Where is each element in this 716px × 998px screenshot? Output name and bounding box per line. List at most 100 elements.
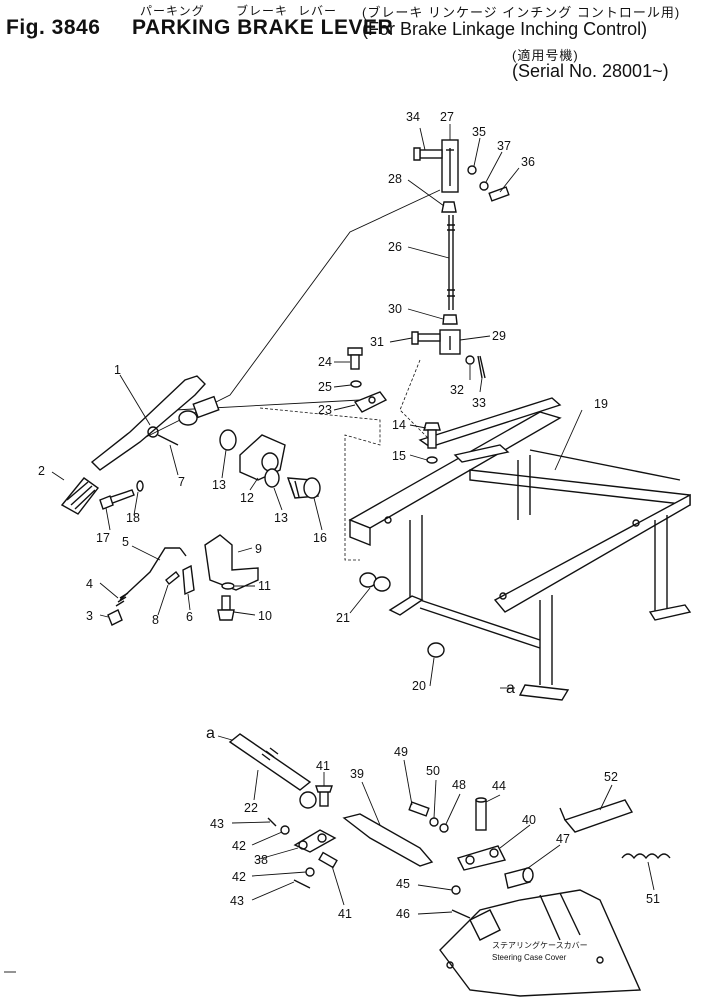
part-labels: 1 2 3 4 5 6 7 8 9 10 11 12 13 13 14 15 1…	[38, 110, 660, 921]
bolt-10	[217, 595, 235, 621]
kana-lever: レバー	[298, 4, 338, 18]
rod-26	[447, 215, 455, 310]
cotter-43-lower	[293, 879, 311, 889]
label-29: 29	[492, 329, 506, 343]
bolt-36	[488, 186, 510, 202]
label-15: 15	[392, 449, 406, 463]
label-19: 19	[594, 397, 608, 411]
label-41-lower: 41	[338, 907, 352, 921]
label-38: 38	[254, 853, 268, 867]
label-32: 32	[450, 383, 464, 397]
cotter-46	[451, 909, 471, 919]
bracket-9	[204, 534, 259, 591]
label-13-lower: 13	[274, 511, 288, 525]
nut-30	[442, 314, 458, 325]
shaft-22	[228, 733, 317, 809]
washer-45	[451, 885, 461, 895]
label-26: 26	[388, 240, 402, 254]
figure-title: PARKING BRAKE LEVER	[132, 16, 394, 39]
case-cover-jp: ステアリングケースカバー	[492, 940, 588, 950]
bushing-13-upper	[219, 429, 237, 451]
ref-a-top: a	[506, 680, 515, 697]
clip-6	[182, 564, 195, 596]
collar-20	[427, 642, 445, 658]
label-17: 17	[96, 531, 110, 545]
label-42-upper: 42	[232, 839, 246, 853]
shaft-47	[504, 867, 534, 889]
label-8: 8	[152, 613, 159, 627]
rod-end-3	[107, 609, 123, 626]
label-28: 28	[388, 172, 402, 186]
label-27: 27	[440, 110, 454, 124]
kana-brake: ブレーキ	[236, 4, 289, 18]
steering-case-cover	[439, 889, 642, 997]
label-34: 34	[406, 110, 420, 124]
nut-50	[429, 817, 439, 827]
label-2: 2	[38, 464, 45, 478]
washer-18	[136, 480, 144, 492]
label-46: 46	[396, 907, 410, 921]
pin-44	[475, 797, 487, 831]
label-47: 47	[556, 832, 570, 846]
bolt-41-lower	[318, 851, 338, 869]
serial-range: (Serial No. 28001~)	[512, 61, 669, 81]
case-cover-en: Steering Case Cover	[492, 953, 567, 962]
label-23: 23	[318, 403, 332, 417]
collar-21	[359, 572, 391, 592]
label-11: 11	[258, 579, 271, 593]
rod-5	[115, 547, 187, 607]
clevis-27	[441, 139, 459, 193]
en-subtitle: (For Brake Linkage Inching Control)	[362, 19, 648, 39]
clevis-29	[439, 329, 461, 355]
washer-35	[467, 165, 477, 175]
figure-number: Fig. 3846	[6, 16, 101, 39]
label-44: 44	[492, 779, 506, 793]
pin-34	[413, 147, 443, 161]
washer-42-lower	[305, 867, 315, 877]
label-16: 16	[313, 531, 327, 545]
label-6: 6	[186, 610, 193, 624]
label-24: 24	[318, 355, 332, 369]
grip	[60, 477, 99, 515]
label-43-upper: 43	[210, 817, 224, 831]
lever-40	[457, 845, 507, 871]
cotter-pin-33	[477, 355, 486, 379]
label-45: 45	[396, 877, 410, 891]
label-48: 48	[452, 778, 466, 792]
label-20: 20	[412, 679, 426, 693]
label-30: 30	[388, 302, 402, 316]
bolt-49	[408, 801, 430, 817]
ref-a-bottom: a	[206, 725, 215, 742]
spring-51	[621, 853, 671, 860]
label-37: 37	[497, 139, 511, 153]
rod-39	[342, 813, 434, 867]
label-21: 21	[336, 611, 350, 625]
label-9: 9	[255, 542, 262, 556]
label-12: 12	[240, 491, 254, 505]
nut-28	[441, 201, 457, 213]
lever-38	[293, 829, 337, 853]
kana-parking: パーキング	[140, 4, 205, 18]
dashed-assembly-line	[259, 407, 381, 561]
shaft-16	[286, 477, 321, 499]
washer-37	[479, 181, 489, 191]
pin-8	[165, 571, 180, 585]
label-49: 49	[394, 745, 408, 759]
bracket-52	[559, 799, 634, 833]
label-7: 7	[178, 475, 185, 489]
cotter-43-upper	[267, 817, 277, 827]
leader-lines	[51, 124, 655, 915]
label-36: 36	[521, 155, 535, 169]
label-22: 22	[244, 801, 258, 815]
jp-applicable: (適用号機)	[512, 48, 579, 63]
label-4: 4	[86, 577, 93, 591]
label-14: 14	[392, 418, 406, 432]
label-18: 18	[126, 511, 140, 525]
label-39: 39	[350, 767, 364, 781]
label-5: 5	[122, 535, 129, 549]
bushing-13-lower	[264, 468, 280, 488]
label-43-lower: 43	[230, 894, 244, 908]
label-3: 3	[86, 609, 93, 623]
label-50: 50	[426, 764, 440, 778]
